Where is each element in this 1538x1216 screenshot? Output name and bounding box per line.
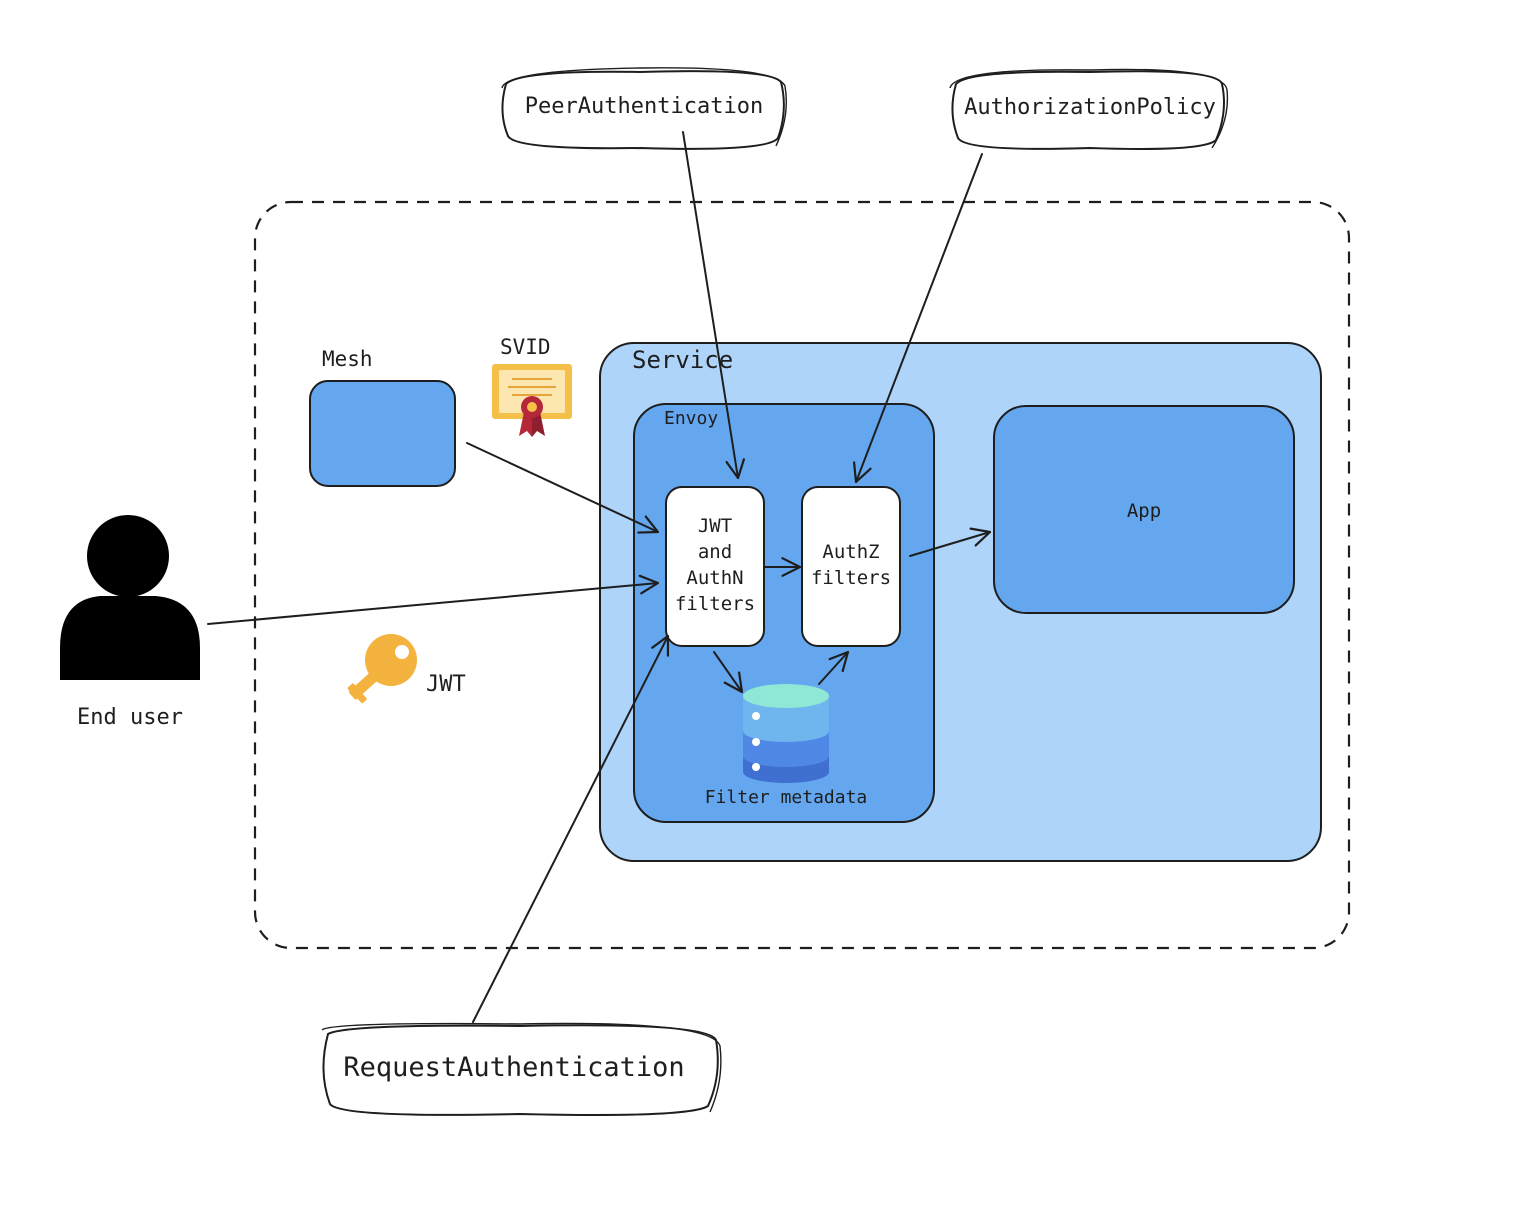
request-authentication-label: RequestAuthentication bbox=[343, 1052, 684, 1083]
envoy-label: Envoy bbox=[664, 408, 718, 429]
mesh-box bbox=[309, 380, 456, 487]
end-user-label: End user bbox=[77, 705, 183, 730]
arrow-enduser-to-jwt-filters bbox=[207, 574, 660, 625]
app-box bbox=[993, 405, 1295, 614]
svid-label: SVID bbox=[500, 335, 551, 359]
authorization-policy-box: AuthorizationPolicy bbox=[949, 68, 1229, 150]
connector-arrows bbox=[207, 131, 992, 1023]
database-icon bbox=[743, 684, 829, 783]
filter-metadata-label: Filter metadata bbox=[705, 787, 868, 808]
peer-authentication-label: PeerAuthentication bbox=[525, 94, 763, 119]
app-label: App bbox=[1127, 500, 1161, 522]
jwt-filter-line-3: AuthN bbox=[686, 567, 743, 589]
arrow-jwt-filters-to-metadata bbox=[713, 651, 744, 694]
arrow-authz-filters-to-app bbox=[909, 527, 992, 557]
authz-filter-line-2: filters bbox=[811, 567, 891, 589]
arrow-mesh-to-jwt-filters bbox=[466, 442, 660, 534]
certificate-icon bbox=[492, 364, 572, 437]
arrow-authzpolicy-to-authz-filters bbox=[852, 153, 983, 484]
user-icon bbox=[60, 515, 200, 680]
service-label: Service bbox=[632, 346, 733, 374]
key-icon bbox=[347, 634, 417, 704]
jwt-filter-line-2: and bbox=[698, 541, 732, 563]
arrow-peerauth-to-jwt-filters bbox=[682, 131, 746, 480]
authz-filters-box bbox=[801, 486, 901, 647]
jwt-filter-line-1: JWT bbox=[698, 515, 732, 537]
authorization-policy-label: AuthorizationPolicy bbox=[964, 95, 1216, 120]
mesh-label: Mesh bbox=[322, 347, 373, 371]
arrow-metadata-to-authz-filters bbox=[818, 650, 850, 685]
request-authentication-box: RequestAuthentication bbox=[321, 1022, 722, 1116]
arrow-requestauth-to-jwt-filters bbox=[472, 634, 670, 1023]
jwt-label: JWT bbox=[426, 672, 466, 697]
mesh-boundary bbox=[253, 200, 1351, 950]
authz-filter-line-1: AuthZ bbox=[822, 541, 879, 563]
jwt-authn-filters-box bbox=[665, 486, 765, 647]
peer-authentication-box: PeerAuthentication bbox=[501, 67, 788, 150]
jwt-filter-line-4: filters bbox=[675, 593, 755, 615]
